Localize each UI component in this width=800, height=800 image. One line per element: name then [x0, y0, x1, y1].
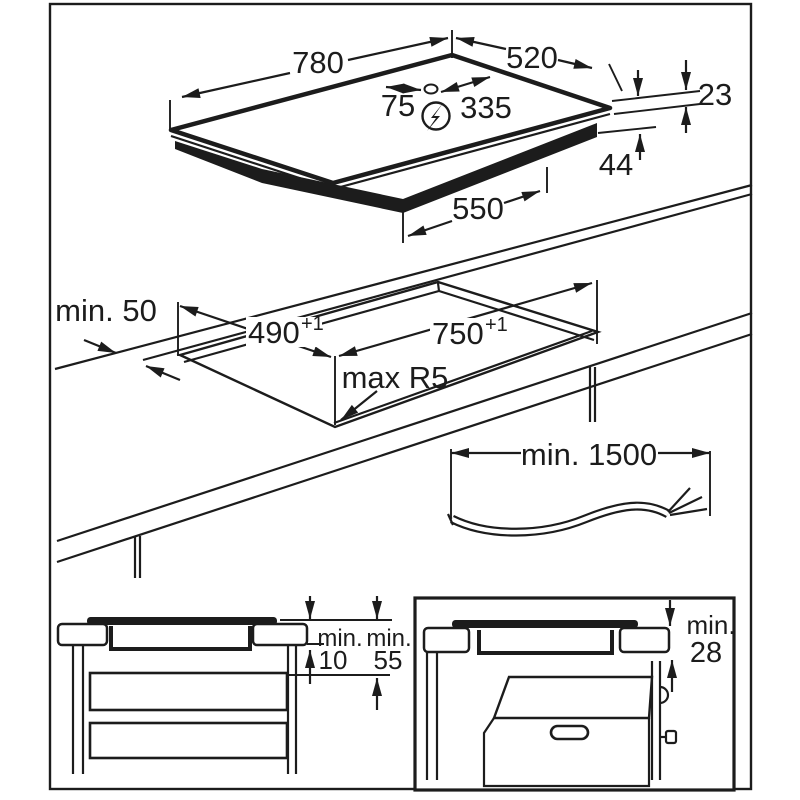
hob-depth-label: 520 — [506, 40, 558, 75]
hob-body-section-2 — [477, 630, 614, 655]
oven-handle — [549, 724, 590, 741]
install-above-oven-view: min. 28 — [413, 596, 736, 792]
worktop-left-section-2 — [422, 626, 471, 654]
lightning-icon — [427, 103, 443, 131]
worktop-front-edge-top — [56, 311, 753, 543]
connection-offset-right-label: 335 — [460, 90, 512, 125]
oven-hinge-bump — [659, 685, 670, 705]
worktop-front-edge-bottom — [56, 332, 753, 564]
drawer-min-label-1: min. — [317, 625, 362, 652]
dim-hob-depth: 520 — [455, 36, 623, 92]
drawer-top — [88, 671, 289, 712]
oven-front-face — [482, 717, 651, 788]
hob-glass-section — [87, 617, 277, 625]
dim-gap-above-oven: min. 28 — [665, 600, 736, 692]
mains-cable-view: min. 1500 — [446, 437, 711, 537]
dim-glass-thickness: 23 — [611, 60, 732, 133]
oven-knob — [664, 729, 678, 745]
worktop-cutout-view: 490 +1 750 +1 min. 50 max R5 — [54, 183, 753, 578]
cutout-depth-label: 490 — [248, 315, 300, 350]
dim-connection-position: 75 335 — [381, 75, 512, 131]
connection-offset-left-label: 75 — [381, 88, 415, 123]
dim-back-clearance: min. 50 — [55, 293, 181, 382]
worktop-right-section-2 — [618, 626, 671, 654]
gap-to-drawer-label: 55 — [374, 645, 403, 675]
gap-above-oven-label: 28 — [690, 637, 722, 669]
glass-thickness-label: 23 — [698, 77, 732, 112]
hob-glass-top — [168, 52, 613, 186]
dim-corner-radius: max R5 — [340, 360, 449, 421]
drawer-bottom — [88, 721, 289, 760]
cable-length-label: min. 1500 — [521, 437, 657, 472]
cable-wire-ends — [667, 487, 708, 517]
back-clearance-label: min. 50 — [55, 293, 157, 328]
dim-gap-to-drawer: min. 55 — [366, 596, 412, 710]
dim-hob-width: 780 — [169, 30, 453, 131]
corner-radius-label: max R5 — [342, 360, 449, 395]
dim-gap-below-hob: min. 10 — [305, 596, 363, 684]
gap-below-hob-label: 10 — [319, 645, 348, 675]
body-height-label: 44 — [599, 147, 633, 182]
hob-glass-section-2 — [452, 620, 638, 628]
cable-core — [450, 503, 670, 535]
cutout-width-tolerance: +1 — [485, 314, 508, 336]
hob-width-label: 780 — [292, 45, 344, 80]
oven-min-label: min. — [686, 610, 735, 640]
wall-line — [54, 183, 753, 371]
install-above-drawers-view: min. 10 min. 55 — [56, 596, 412, 774]
oven — [482, 661, 678, 788]
hob-body — [262, 123, 597, 213]
cutout-depth-tolerance: +1 — [301, 313, 324, 335]
worktop-left-section — [56, 622, 109, 647]
dim-body-width: 550 — [402, 167, 548, 243]
cutout-width-label: 750 — [432, 316, 484, 351]
dim-cutout-width: 750 +1 — [338, 281, 593, 358]
dim-body-height: 44 — [597, 126, 657, 182]
diagram-border — [48, 2, 753, 791]
connection-point — [423, 83, 439, 95]
hob-body-step — [175, 141, 262, 183]
body-width-label: 550 — [452, 191, 504, 226]
oven-top-face — [492, 675, 654, 720]
drawer-min-label-2: min. — [366, 625, 411, 652]
worktop-right-section — [251, 622, 309, 647]
hob-body-section — [109, 626, 252, 651]
cabinet-legs — [133, 367, 597, 578]
dim-cutout-depth: 490 +1 — [179, 304, 332, 359]
cabinet-left-panel-2 — [425, 652, 439, 780]
hob-perspective-view: 780 520 75 335 23 — [168, 30, 732, 243]
